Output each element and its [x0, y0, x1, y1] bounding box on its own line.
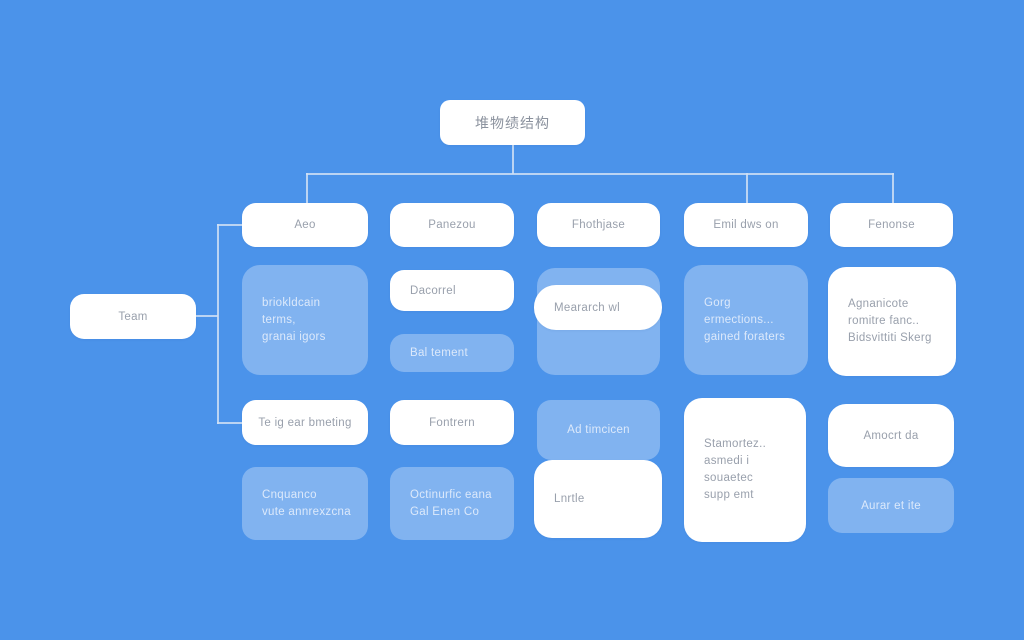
child-node-c4r3-line2: asmedi i souaetec	[704, 455, 754, 484]
header-node-2: Panezou	[390, 203, 514, 247]
child-node-c4r2-line2: gained foraters	[704, 330, 786, 343]
connector-title-drop	[512, 145, 514, 174]
header-node-3-label: Fhothjase	[571, 219, 626, 231]
header-node-2-label: Panezou	[428, 219, 476, 231]
root-title-label: 堆物绩结构	[475, 114, 550, 131]
connector-main-horizontal	[306, 173, 894, 175]
child-node-c1r3b-line1: Cnquanco	[262, 488, 317, 501]
team-node: Team	[70, 294, 196, 339]
child-node-c3r3a: Ad timcicen	[537, 400, 660, 460]
child-node-c3r3b: Lnrtle	[534, 460, 662, 538]
child-node-c4r3-line1: Stamortez..	[704, 438, 767, 450]
connector-left-vertical	[217, 224, 219, 424]
connector-col1-drop	[306, 173, 308, 204]
child-node-c1r2: briokldcain terms, granai igors	[242, 265, 368, 375]
connector-left-top-stub	[217, 224, 243, 226]
child-node-c1r3b: Cnquanco vute annrexzcna	[242, 467, 368, 540]
header-node-5-label: Fenonse	[868, 219, 915, 231]
child-node-c5r2: Agnanicote romitre fanc.. Bidsvittiti Sk…	[828, 267, 956, 376]
child-node-c2r3b-line2: Gal Enen Co	[410, 505, 480, 518]
child-node-c1r3a-label: Te ig ear bmeting	[258, 416, 352, 429]
child-node-c5r3a: Amocrt da	[828, 404, 954, 467]
connector-col4-drop	[746, 173, 748, 204]
child-node-c4r3: Stamortez.. asmedi i souaetec supp emt	[684, 398, 806, 542]
child-node-c5r3b-label: Aurar et ite	[861, 499, 921, 512]
child-node-c5r3a-label: Amocrt da	[863, 429, 919, 442]
child-node-c2r3a-label: Fontrern	[429, 416, 475, 429]
child-node-c5r2-line1: Agnanicote romitre fanc..	[848, 298, 920, 327]
child-node-c5r3b: Aurar et ite	[828, 478, 954, 533]
child-node-c2r3b: Octinurfic eana Gal Enen Co	[390, 467, 514, 540]
header-node-4: Emil dws on	[684, 203, 808, 247]
child-node-c1r2-line1: briokldcain terms,	[262, 296, 321, 326]
child-node-c4r2: Gorg ermections... gained foraters	[684, 265, 808, 375]
child-node-c3r3b-label: Lnrtle	[554, 493, 585, 505]
child-node-c2r2b: Bal tement	[390, 334, 514, 372]
header-node-4-label: Emil dws on	[713, 219, 779, 231]
child-node-c4r2-line1: Gorg ermections...	[704, 296, 774, 326]
child-node-c1r2-line2: granai igors	[262, 330, 326, 343]
child-node-c2r2a-label: Dacorrel	[410, 284, 456, 297]
child-node-c2r3b-line1: Octinurfic eana	[410, 488, 492, 501]
header-node-1: Aeo	[242, 203, 368, 247]
child-node-c2r2a: Dacorrel	[390, 270, 514, 311]
connector-col5-drop	[892, 173, 894, 204]
child-node-c5r2-line2: Bidsvittiti Skerg	[848, 332, 932, 344]
child-node-c1r3a: Te ig ear bmeting	[242, 400, 368, 445]
connector-team-stub	[196, 315, 218, 317]
header-node-1-label: Aeo	[294, 219, 316, 231]
header-node-3: Fhothjase	[537, 203, 660, 247]
child-node-c2r3a: Fontrern	[390, 400, 514, 445]
child-node-c1r3b-line2: vute annrexzcna	[262, 505, 351, 518]
child-node-c3r3a-label: Ad timcicen	[567, 424, 630, 436]
child-node-c2r2b-label: Bal tement	[410, 347, 468, 359]
root-title-node: 堆物绩结构	[440, 100, 585, 145]
child-node-c3r2-pill: Meararch wl	[534, 285, 662, 330]
header-node-5: Fenonse	[830, 203, 953, 247]
child-node-c4r3-line3: supp emt	[704, 489, 754, 501]
team-node-label: Team	[118, 310, 148, 323]
child-node-c3r2-pill-label: Meararch wl	[554, 301, 620, 314]
connector-left-bottom-stub	[217, 422, 243, 424]
